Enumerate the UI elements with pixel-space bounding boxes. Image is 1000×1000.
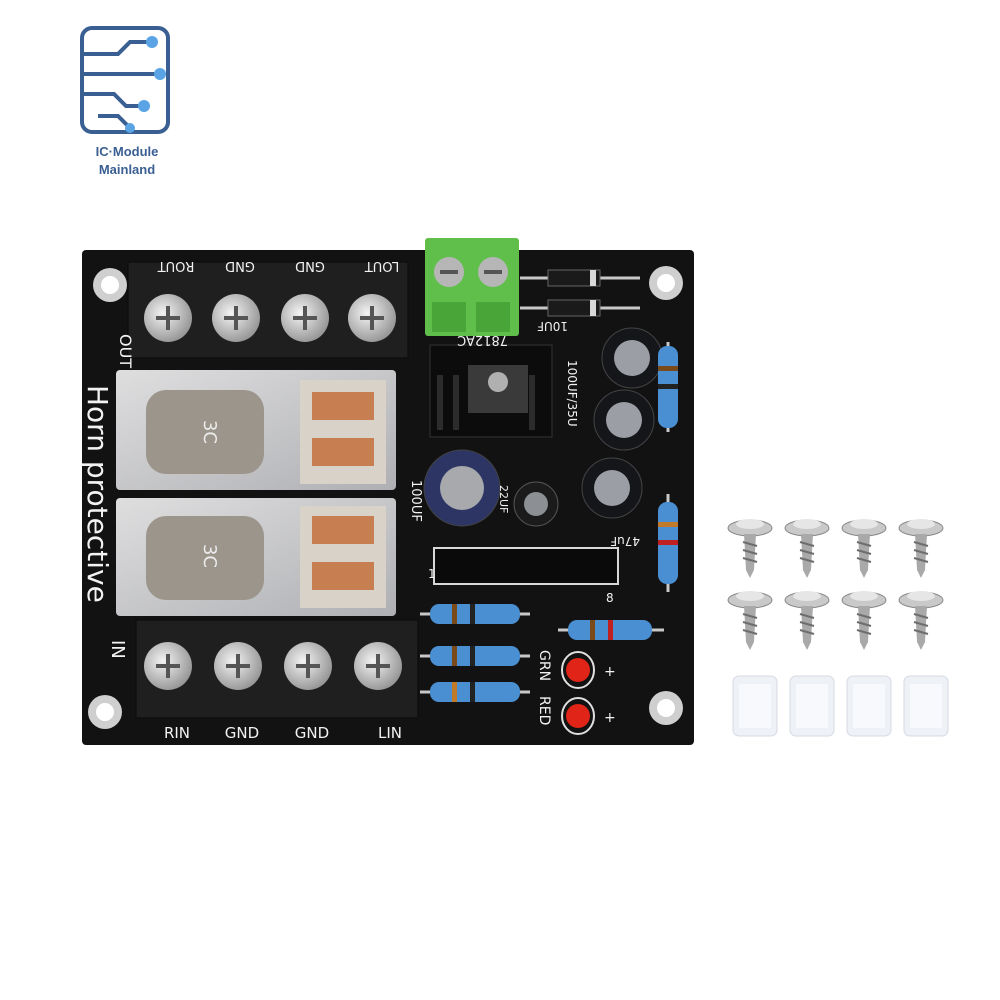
regulator-label: 7812AC <box>457 332 508 347</box>
mounting-hole <box>88 695 122 729</box>
capacitor: 100UF/35U <box>565 360 655 451</box>
cap-label: 100UF <box>408 480 423 522</box>
logo-line-2: Mainland <box>98 162 156 177</box>
terminal-screw-icon <box>212 294 260 342</box>
screw-icon <box>841 519 887 578</box>
terminal-screw-icon <box>144 642 192 690</box>
output-terminal-strip: ROUT GND GND LOUT OUT <box>116 258 409 368</box>
screw-icon <box>727 519 773 578</box>
spacer-icon <box>903 675 949 737</box>
led-label-red: RED <box>536 696 552 725</box>
terminal-screw-icon <box>281 294 329 342</box>
led-label-grn: GRN <box>536 650 552 681</box>
terminal-screw-icon <box>214 642 262 690</box>
terminal-label-gnd-1: GND <box>225 258 255 273</box>
spacer-icon <box>732 675 778 737</box>
cap-label: 47uF <box>610 534 640 548</box>
led-sign: + <box>604 664 616 680</box>
screw-icon <box>727 591 773 650</box>
diode <box>520 299 640 317</box>
led-sign: + <box>604 710 616 726</box>
terminal-label-gnd-3: GND <box>225 724 259 742</box>
ic-socket: 1 8 <box>428 547 619 605</box>
out-side-label: OUT <box>116 334 135 368</box>
capacitor: 100UF <box>408 449 501 527</box>
terminal-label-lout: LOUT <box>365 258 400 273</box>
resistor <box>558 620 664 640</box>
cap-label: 22UF <box>497 485 510 513</box>
mounting-hole <box>649 691 683 725</box>
spacer-icon <box>846 675 892 737</box>
terminal-label-gnd-4: GND <box>295 724 329 742</box>
screw-icon <box>841 591 887 650</box>
resistor <box>420 604 530 624</box>
led-indicator: + GRN <box>536 650 616 689</box>
accessory-kit <box>727 519 949 737</box>
capacitor: 47uF <box>581 457 643 548</box>
voltage-regulator-heatsink: 7812AC <box>429 332 553 438</box>
relay: 3C <box>116 498 396 616</box>
circuit-chip-icon <box>80 26 170 134</box>
resistor <box>658 342 678 432</box>
relay-mark: 3C <box>199 544 220 568</box>
product-silkscreen-title: Horn protective <box>81 385 114 603</box>
relay: 3C <box>116 370 396 490</box>
ic-pin-label: 8 <box>606 591 614 605</box>
diode <box>520 269 640 287</box>
capacitor: 22UF <box>497 481 559 527</box>
resistor <box>658 494 678 592</box>
capacitor: 10UF <box>537 319 663 389</box>
cap-label: 10UF <box>537 319 568 333</box>
spacer-icon <box>789 675 835 737</box>
terminal-screw-icon <box>354 642 402 690</box>
terminal-label-rin: RIN <box>164 724 190 742</box>
terminal-label-gnd-2: GND <box>295 258 325 273</box>
terminal-screw-icon <box>144 294 192 342</box>
terminal-label-rout: ROUT <box>158 258 195 273</box>
pcb-board: ROUT GND GND LOUT OUT 7 <box>81 238 694 745</box>
resistor <box>420 682 530 702</box>
mounting-hole <box>93 268 127 302</box>
led-indicator: + RED <box>536 696 616 735</box>
terminal-screw-icon <box>284 642 332 690</box>
screw-icon <box>784 519 830 578</box>
screw-icon <box>898 519 944 578</box>
green-terminal-block <box>425 238 519 336</box>
resistor <box>420 646 530 666</box>
cap-label: 100UF/35U <box>565 360 579 427</box>
ic-pin-label: 1 <box>428 567 436 581</box>
screw-icon <box>784 591 830 650</box>
input-terminal-strip: RIN GND GND LIN IN <box>107 619 419 742</box>
in-side-label: IN <box>107 640 128 659</box>
terminal-label-lin: LIN <box>378 724 402 742</box>
screw-icon <box>898 591 944 650</box>
logo-line-1: IC·Module <box>95 144 159 159</box>
mounting-hole <box>649 266 683 300</box>
brand-logo: IC·Module Mainland <box>78 24 176 184</box>
relay-mark: 3C <box>199 420 220 444</box>
terminal-screw-icon <box>348 294 396 342</box>
